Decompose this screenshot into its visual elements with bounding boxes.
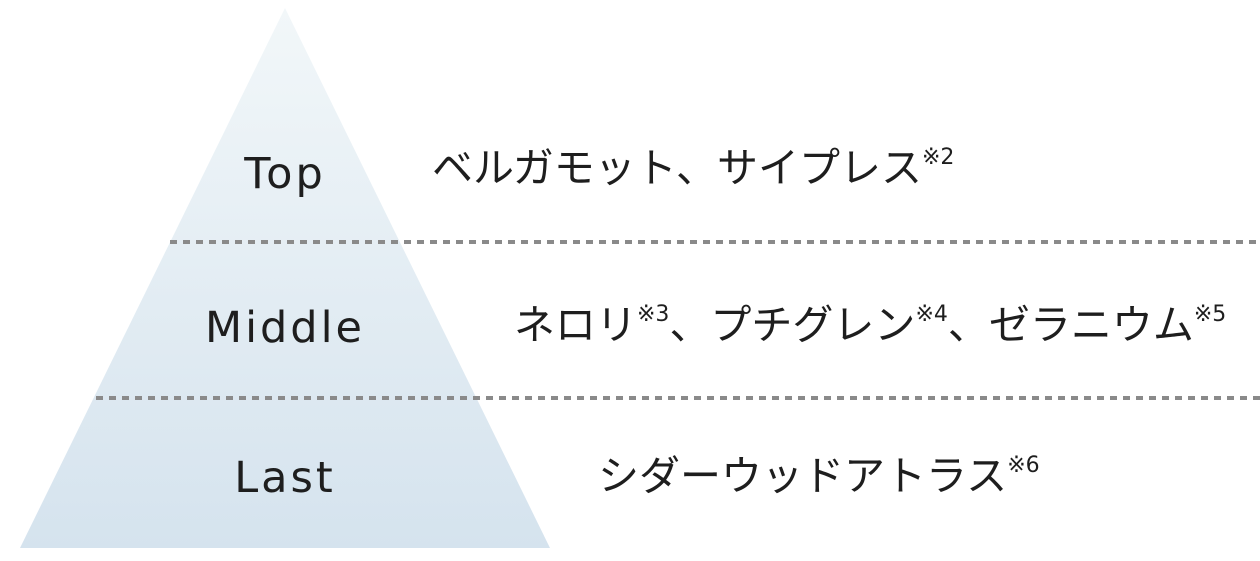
middle-note-petitgrain: 、プチグレン [669, 301, 916, 349]
last-notes-footnote: ※6 [1007, 453, 1040, 478]
pyramid-shape [20, 8, 550, 548]
top-notes-text: ベルガモット、サイプレス [432, 144, 922, 192]
middle-notes: ネロリ※3、プチグレン※4、ゼラニウム※5 [514, 302, 1227, 346]
middle-note-geranium: 、ゼラニウム [947, 301, 1194, 349]
top-notes-footnote: ※2 [921, 145, 955, 170]
tier-label-middle: Middle [204, 303, 366, 353]
last-notes-text: シダーウッドアトラス [598, 452, 1008, 500]
middle-note-neroli-footnote: ※3 [637, 302, 670, 327]
tier-label-last: Last [234, 453, 336, 503]
middle-note-neroli: ネロリ [514, 301, 637, 349]
last-notes: シダーウッドアトラス※6 [598, 453, 1040, 497]
middle-note-geranium-footnote: ※5 [1193, 302, 1227, 327]
tier-label-top: Top [244, 149, 326, 199]
top-notes: ベルガモット、サイプレス※2 [432, 145, 955, 189]
middle-note-petitgrain-footnote: ※4 [915, 302, 948, 327]
